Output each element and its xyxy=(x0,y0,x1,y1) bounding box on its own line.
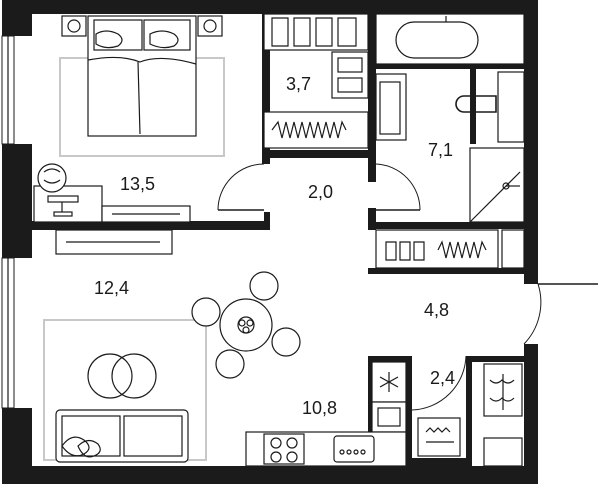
washing-machine xyxy=(417,417,461,457)
sink-icon xyxy=(333,435,375,463)
desk xyxy=(33,163,191,223)
storage: 2,4 xyxy=(411,355,523,467)
chair-2 xyxy=(191,297,221,327)
walls xyxy=(2,0,538,484)
dining-table xyxy=(191,271,301,379)
room-area-living: 12,4 xyxy=(94,278,129,298)
coffee-table-small xyxy=(87,353,133,399)
corridor: 4,8 xyxy=(424,283,598,345)
snowflake-icon xyxy=(379,372,399,392)
room-area-bathroom: 7,1 xyxy=(428,140,453,160)
nightstand-left xyxy=(61,15,87,37)
sofa xyxy=(55,409,189,463)
bed xyxy=(87,15,197,137)
bathroom-door[interactable] xyxy=(375,163,421,211)
bedroom-door[interactable] xyxy=(217,163,265,211)
wardrobe-shelf-side xyxy=(331,51,369,99)
wardrobe: 3,7 xyxy=(263,13,369,149)
oven xyxy=(371,401,407,433)
kitchen: 10,8 xyxy=(245,361,407,467)
living: 12,4 xyxy=(43,229,301,463)
towel-rail xyxy=(497,71,525,143)
chair-4 xyxy=(215,349,245,379)
room-area-bedroom: 13,5 xyxy=(120,174,155,194)
cooktop-icon xyxy=(263,433,305,465)
bedroom: 13,5 xyxy=(33,15,225,223)
room-area-kitchen: 10,8 xyxy=(302,398,337,418)
coffee-table-large xyxy=(111,353,157,399)
entrance-door[interactable] xyxy=(523,283,542,345)
vanity xyxy=(375,73,407,141)
room-area-storage: 2,4 xyxy=(430,368,455,388)
shoe-cabinet xyxy=(375,229,525,269)
desk-chair xyxy=(37,163,67,193)
storage-door[interactable] xyxy=(411,355,467,411)
shower xyxy=(469,147,525,223)
hall-small: 2,0 xyxy=(217,163,421,211)
toilet xyxy=(455,95,497,113)
chair-1 xyxy=(249,271,279,301)
windows xyxy=(1,35,15,409)
room-area-corridor: 4,8 xyxy=(424,300,449,320)
kitchen-counter xyxy=(245,431,407,467)
room-area-wardrobe: 3,7 xyxy=(286,74,311,94)
room-area-hall-small: 2,0 xyxy=(308,182,333,202)
bathroom: 7,1 xyxy=(375,13,525,223)
chair-3 xyxy=(271,327,301,357)
nightstand-right xyxy=(197,15,223,37)
